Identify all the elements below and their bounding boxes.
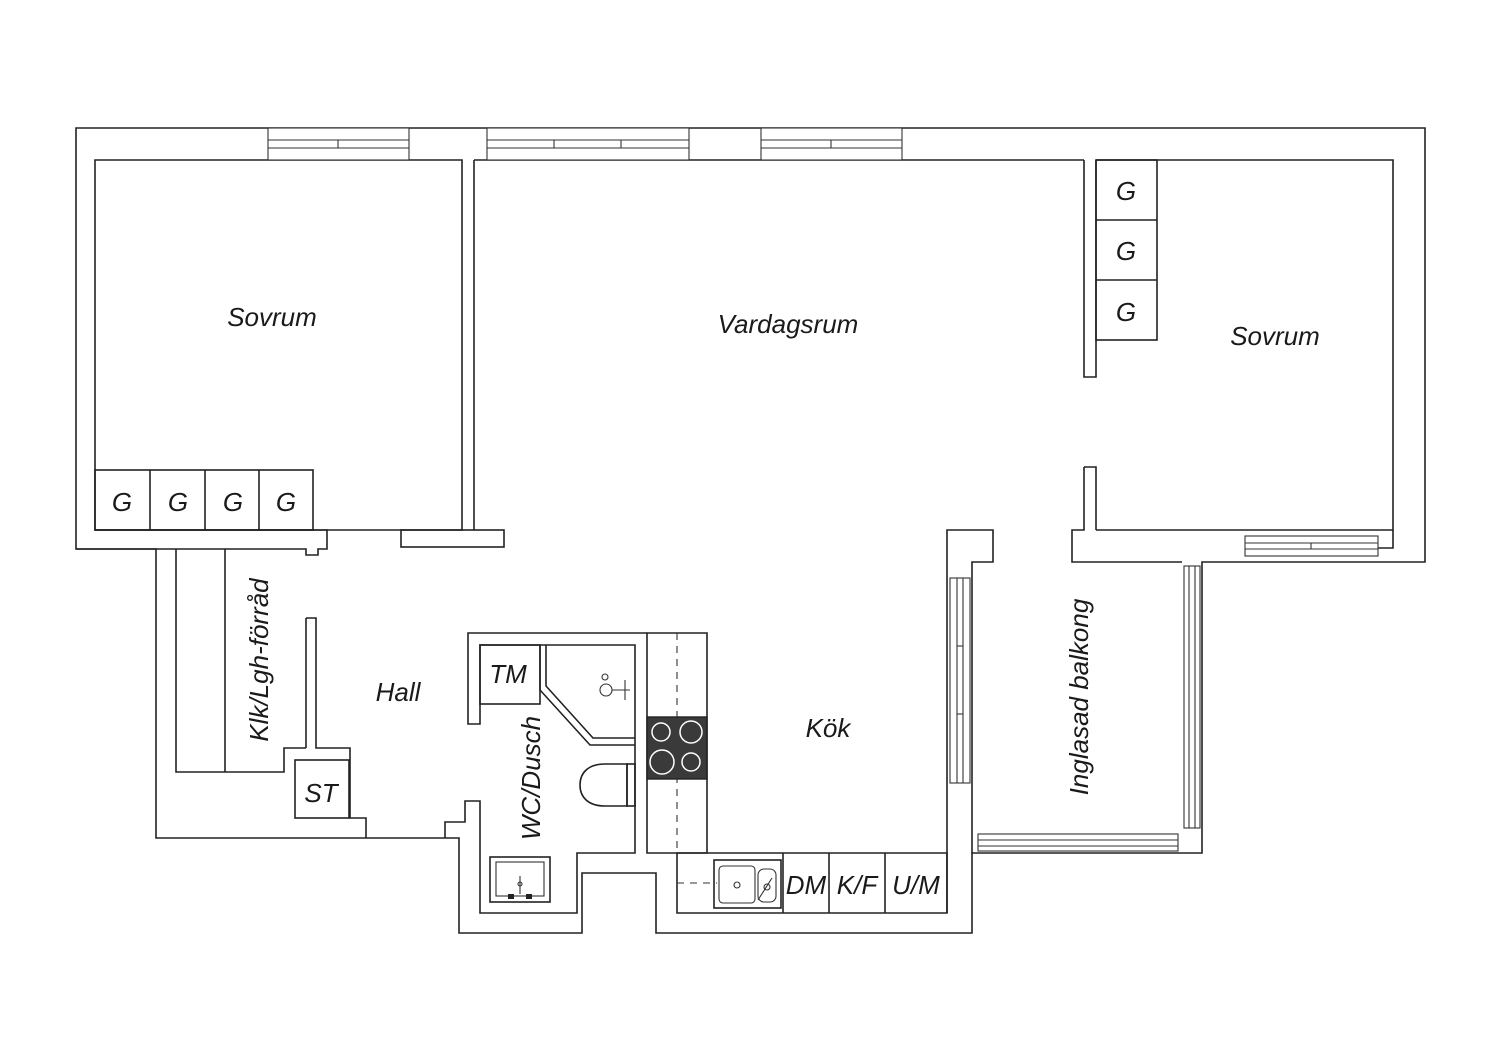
hall-walls (76, 529, 505, 838)
wardrobes-right (1095, 159, 1158, 341)
label-g: G (1116, 236, 1136, 266)
label-g: G (276, 487, 296, 517)
label-st: ST (304, 778, 339, 808)
label-kf: K/F (837, 870, 880, 900)
label-g: G (1116, 297, 1136, 327)
label-kok: Kök (806, 713, 853, 743)
balcony-windows (949, 565, 1201, 852)
room-labels: Sovrum Vardagsrum Sovrum Hall Kök Klk/Lg… (227, 302, 1320, 900)
label-wc-dusch: WC/Dusch (516, 716, 546, 840)
label-inglasad-balkong: Inglasad balkong (1064, 598, 1094, 795)
label-g: G (168, 487, 188, 517)
label-tm: TM (489, 659, 527, 689)
windows-top (267, 127, 1379, 557)
label-dm: DM (786, 870, 827, 900)
label-g: G (223, 487, 243, 517)
label-hall: Hall (376, 677, 422, 707)
kitchen (646, 529, 994, 914)
label-g: G (112, 487, 132, 517)
bathroom (444, 632, 647, 914)
wardrobe-labels: G G G G G G G (112, 176, 1136, 517)
label-um: U/M (892, 870, 940, 900)
label-sovrum-left: Sovrum (227, 302, 317, 332)
label-vardagsrum: Vardagsrum (718, 309, 859, 339)
label-klk-forrad: Klk/Lgh-förråd (244, 577, 274, 742)
label-g: G (1116, 176, 1136, 206)
label-sovrum-right: Sovrum (1230, 321, 1320, 351)
